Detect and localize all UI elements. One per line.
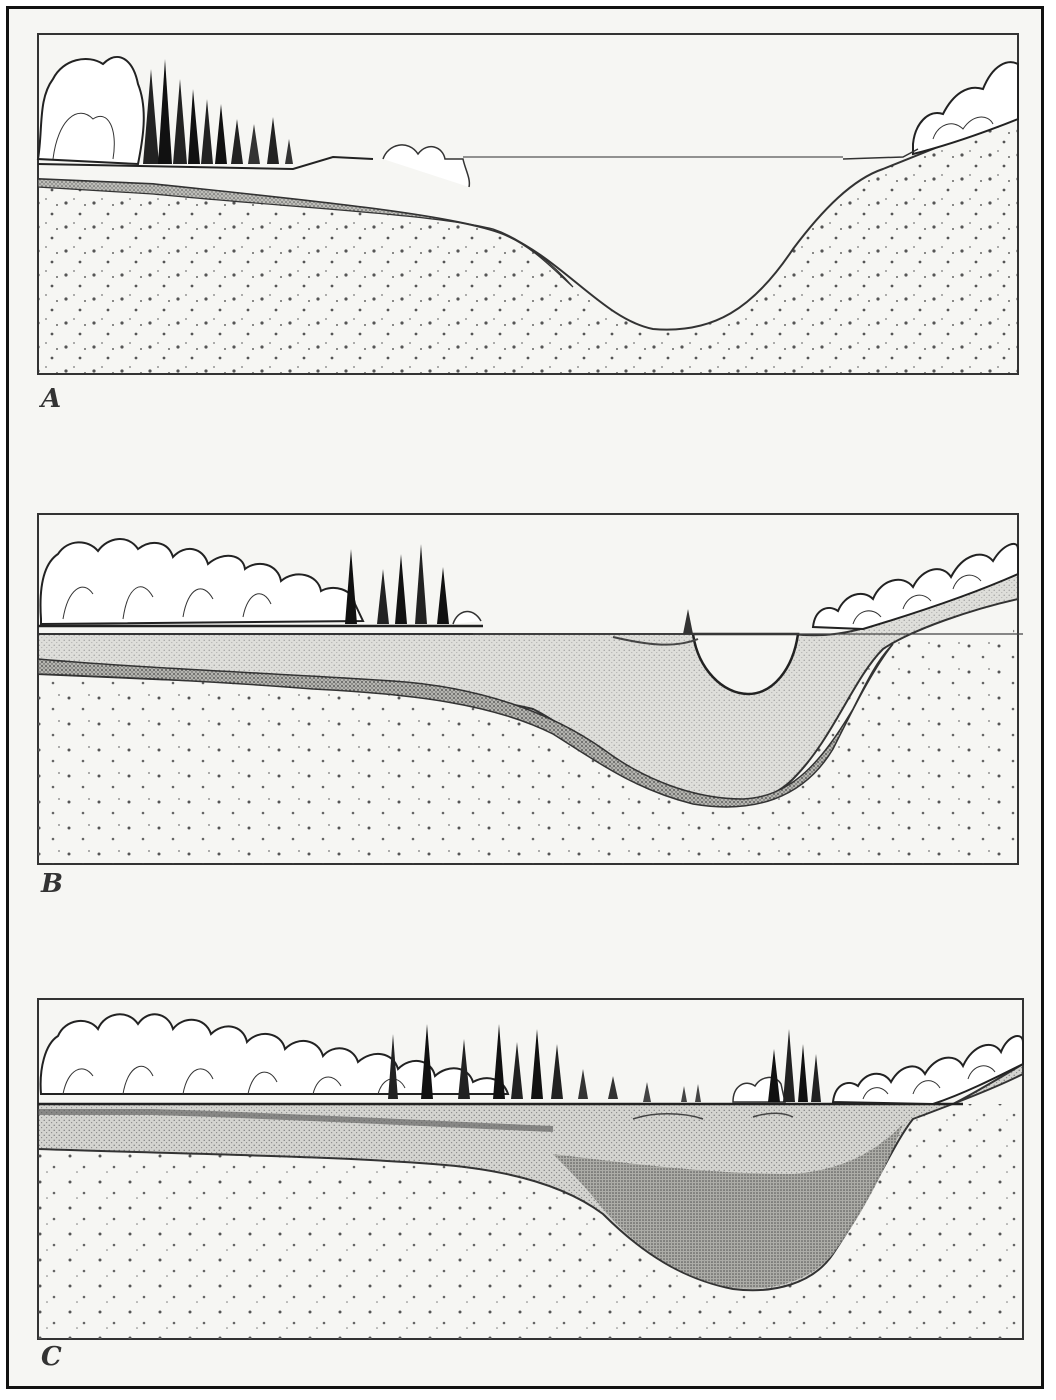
- panel-c-right-forest: [732, 1029, 1024, 1106]
- panel-a-open-lake: A: [33, 29, 1023, 414]
- panel-a-label: A: [41, 384, 62, 414]
- panel-a-littoral-sediment: [37, 178, 574, 288]
- panel-b-drawing: [37, 513, 1023, 865]
- panel-b-left-forest: [38, 538, 693, 634]
- panel-c-basal-sediment: [553, 1124, 903, 1289]
- panel-c-surface-pools: [632, 1112, 794, 1120]
- figure-frame: A: [6, 6, 1044, 1389]
- panel-a-drawing: [36, 33, 1019, 375]
- panel-c-left-forest: [39, 1013, 701, 1102]
- panel-a-right-forest: [842, 61, 1019, 160]
- panel-b-right-forest: [811, 542, 1019, 631]
- panel-b-label: B: [41, 869, 63, 899]
- panel-c-filled-bog: C: [33, 994, 1028, 1372]
- panel-c-drawing: [37, 998, 1024, 1340]
- panel-c-label: C: [41, 1342, 62, 1372]
- panel-b-floating-mat: [612, 636, 699, 646]
- panel-b-basal-sediment: [37, 643, 894, 808]
- panel-b-open-water: [691, 632, 800, 696]
- panel-b-partially-filled-lake: B: [33, 509, 1023, 899]
- panel-a-left-forest: [36, 55, 471, 188]
